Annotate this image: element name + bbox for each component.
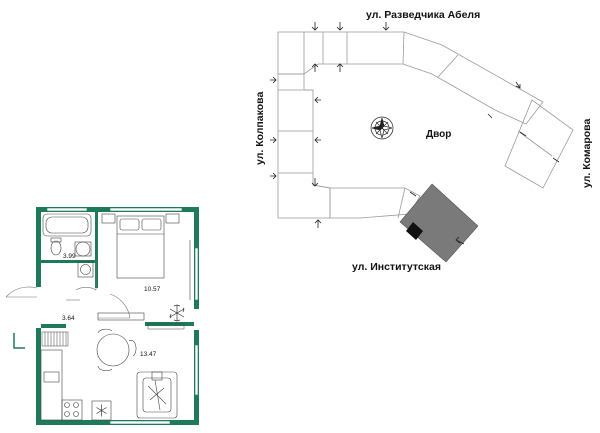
- window-top-1: [46, 207, 88, 212]
- building-west: [277, 73, 331, 219]
- wall-left-lower: [36, 328, 41, 425]
- radiator-bedroom: [147, 323, 185, 330]
- wardrobe: [97, 312, 145, 321]
- entrance-marker: [13, 333, 25, 349]
- chair-1: [97, 328, 113, 334]
- wall-kitchen-top-left: [41, 324, 66, 328]
- entrance-door[interactable]: [5, 286, 38, 298]
- room-area-bathroom: 3.99: [63, 253, 76, 260]
- chair-2: [128, 340, 137, 357]
- sink-kitchen: [43, 371, 60, 383]
- window-top-2: [109, 207, 183, 212]
- window-right: [194, 247, 199, 301]
- room-area-kitchen-living: 13.47: [140, 351, 157, 358]
- bathtub: [42, 213, 92, 237]
- stove: [61, 399, 83, 421]
- bed: [116, 215, 165, 279]
- chair-3: [97, 365, 113, 371]
- building-south: [312, 184, 421, 219]
- building-east: [504, 99, 574, 189]
- radiator-kitchen: [41, 331, 69, 347]
- wall-bath-right: [95, 212, 98, 288]
- washing-machine: [77, 261, 94, 278]
- yard-label: Двор: [426, 129, 451, 140]
- kitchen-counter: [40, 349, 63, 421]
- bedroom-door[interactable]: [98, 293, 131, 319]
- street-label-east: ул. Комарова: [581, 118, 593, 188]
- window-right-2: [194, 344, 199, 396]
- window-bottom: [109, 420, 171, 425]
- street-label-north: ул. Разведчика Абеля: [366, 9, 480, 21]
- highlighted-unit[interactable]: [406, 222, 423, 240]
- fan-icon: [169, 304, 185, 322]
- floor-plan: [5, 207, 199, 425]
- wall-bath-bottom: [41, 260, 95, 263]
- room-area-bedroom: 10.57: [144, 286, 161, 293]
- entrance-arrows: [270, 22, 560, 245]
- wall-left-upper: [36, 207, 41, 287]
- compass-rose-icon: [370, 116, 394, 140]
- dining-table: [96, 333, 130, 367]
- bath-door[interactable]: [75, 262, 97, 291]
- nightstand-right: [165, 213, 180, 224]
- room-area-hallway: 3.64: [62, 315, 75, 322]
- fridge: [91, 400, 112, 421]
- sink: [75, 241, 91, 257]
- highlighted-building[interactable]: [399, 183, 479, 263]
- building-north: [277, 31, 544, 125]
- toilet: [50, 240, 62, 256]
- snowflake-icon: [96, 404, 107, 417]
- street-label-south: ул. Институтская: [352, 261, 441, 273]
- nightstand-left: [101, 213, 116, 224]
- site-plan: [277, 31, 574, 219]
- street-label-west: ул. Колпакова: [254, 92, 266, 165]
